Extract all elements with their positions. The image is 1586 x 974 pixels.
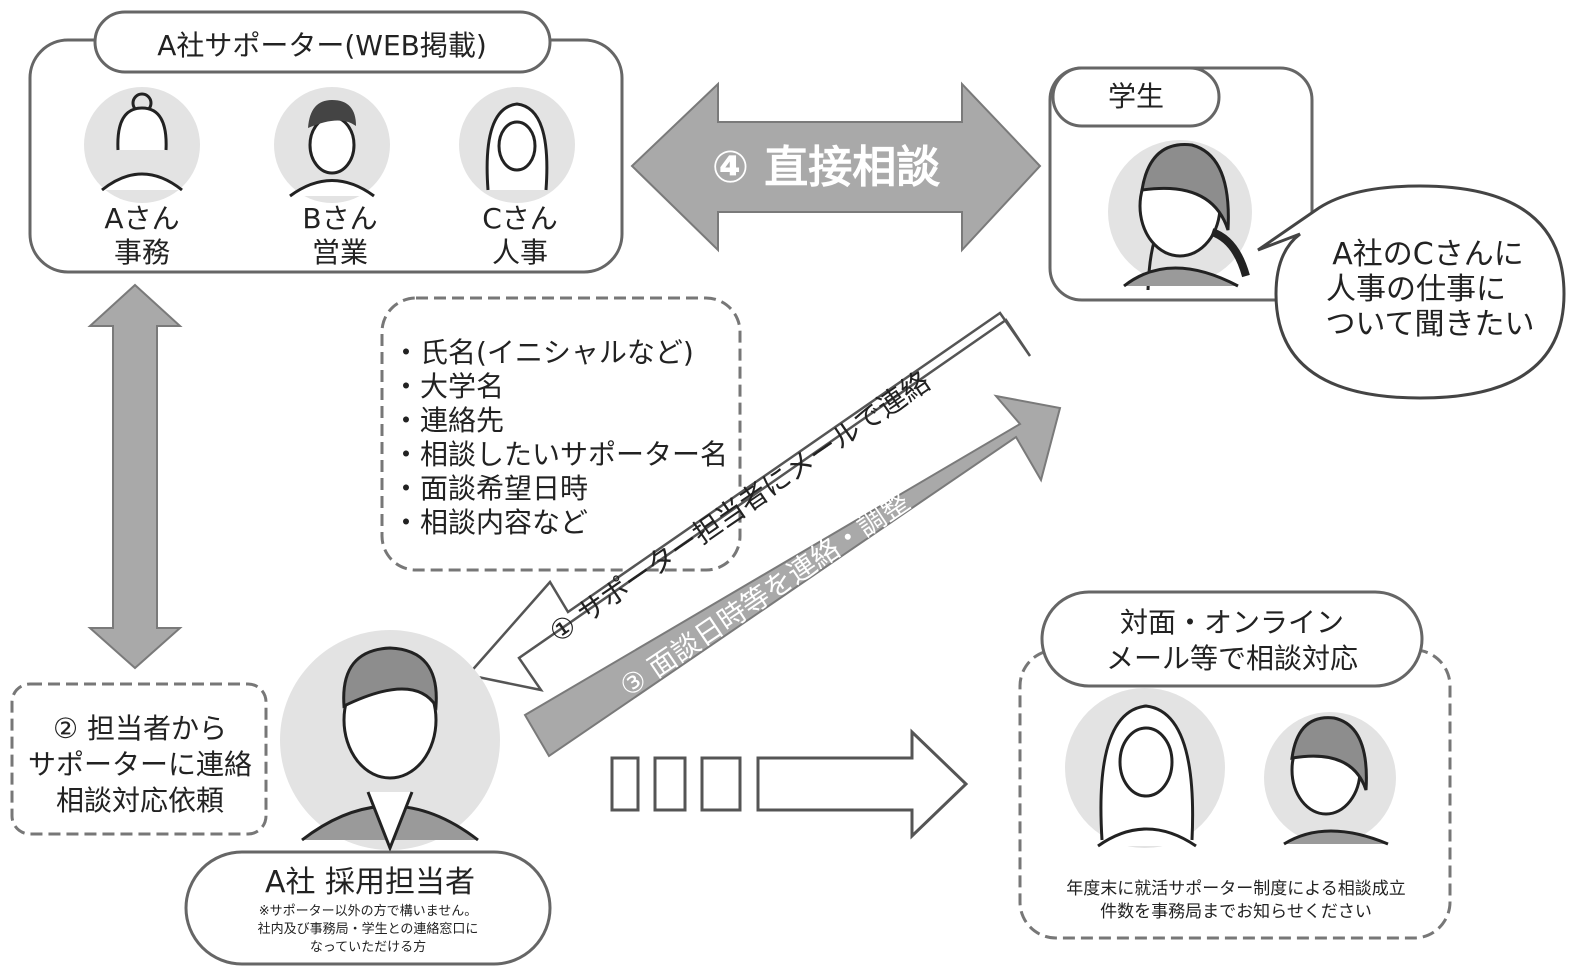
supporter-recruiter-arrow [87,283,183,670]
supporter-c-role: 人事 [492,236,548,269]
supporters-header: A社サポーター(WEB掲載) [157,29,487,62]
email-item-4: ・相談したいサポーター名 [392,438,728,471]
consult-notice-2: 件数を事務局までお知らせください [1100,902,1372,922]
consult-supporter-avatar [1065,688,1225,848]
supporter-a-name: Aさん [104,202,179,235]
consult-header-1: 対面・オンライン [1120,606,1344,639]
recruiter-note-2: 社内及び事務局・学生との連絡窓口に [258,921,479,937]
direct-consult-label: ④ 直接相談 [712,142,941,193]
recruiter-label-box: A社 採用担当者 ※サポーター以外の方で構いません。 社内及び事務局・学生との連… [184,850,552,966]
student-speech-bubble: A社のCさんに 人事の仕事に ついて聞きたい [1257,184,1566,400]
speech-line-2: 人事の仕事に [1326,272,1506,307]
consult-notice-1: 年度末に就活サポーター制度による相談成立 [1066,879,1406,899]
consult-header-2: メール等で相談対応 [1106,642,1358,675]
direct-consult-arrow: ④ 直接相談 [630,81,1042,253]
student-avatar [1108,140,1252,291]
request-line-2: サポーターに連絡 [28,748,252,781]
email-item-5: ・面談希望日時 [392,472,588,505]
supporter-b-name: Bさん [302,202,377,235]
request-box: ② 担当者から サポーターに連絡 相談対応依頼 [10,682,268,836]
recruiter-avatar [280,630,500,853]
email-item-6: ・相談内容など [392,506,588,539]
supporter-b-role: 営業 [312,236,368,269]
recruiter-note-1: ※サポーター以外の方で構いません。 [259,903,478,919]
email-items-box: ・氏名(イニシャルなど) ・大学名 ・連絡先 ・相談したいサポーター名 ・面談希… [380,296,742,572]
student-header: 学生 [1108,80,1164,113]
request-line-1: ② 担当者から [53,712,227,745]
speech-line-1: A社のCさんに [1332,237,1523,272]
consult-panel: 対面・オンライン メール等で相談対応 年度末に就活サポーター制度による相談成立 … [1018,590,1452,940]
email-item-3: ・連絡先 [392,404,504,437]
email-item-1: ・氏名(イニシャルなど) [392,336,694,369]
recruiter-note-3: なっていただける方 [310,939,426,955]
supporter-c-avatar [459,87,575,203]
student-panel: 学生 [1048,66,1314,302]
supporters-panel: A社サポーター(WEB掲載) Aさん 事務 Bさん 営業 Cさん 人事 [28,10,624,274]
request-line-3: 相談対応依頼 [56,784,224,817]
email-item-2: ・大学名 [392,370,504,403]
supporter-b-avatar [274,87,390,203]
consult-student-avatar [1264,712,1396,846]
progress-arrow [610,728,969,840]
recruiter-title: A社 採用担当者 [265,865,475,900]
speech-line-3: ついて聞きたい [1325,307,1534,342]
supporter-a-role: 事務 [114,236,170,269]
supporter-a-avatar [84,87,200,203]
supporter-c-name: Cさん [482,202,558,235]
